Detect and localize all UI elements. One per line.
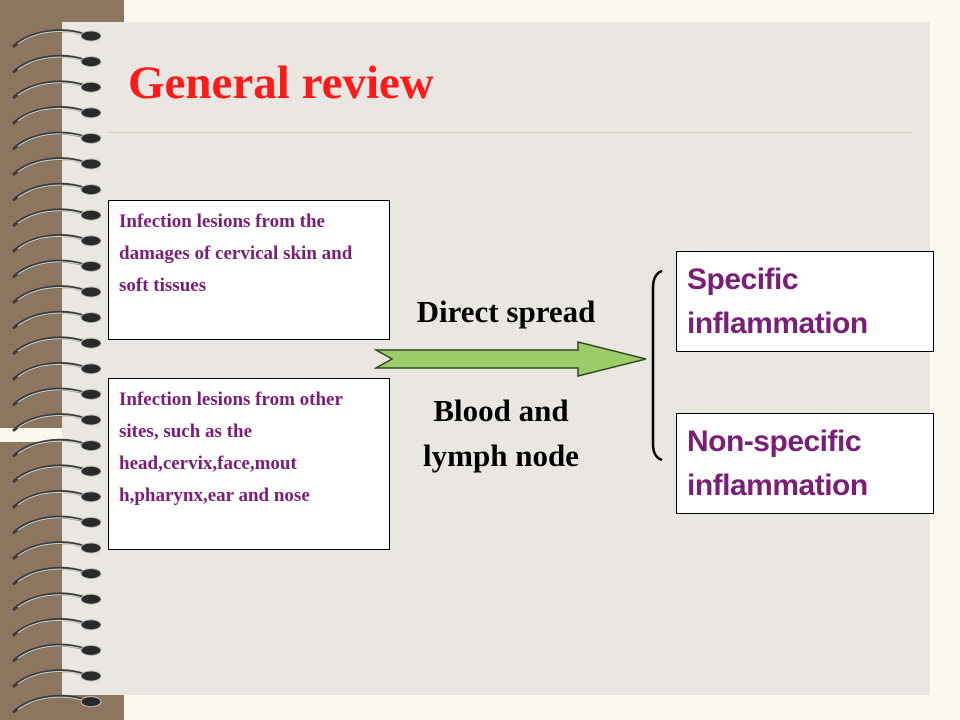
binding-ring [12, 310, 102, 330]
route-label-direct-spread: Direct spread [416, 294, 596, 329]
spread-arrow [374, 341, 647, 377]
binding-ring [12, 54, 102, 74]
spread-arrow-shape [374, 341, 647, 377]
result-box-non-specific: Non-specific inflammation [676, 413, 934, 514]
result-box-specific: Specific inflammation [676, 251, 934, 352]
results-bracket [651, 269, 663, 462]
binding-ring [12, 643, 102, 662]
binding-ring [12, 413, 102, 432]
binding-ring [12, 618, 102, 637]
binding-ring [12, 234, 102, 253]
binding-ring [12, 285, 102, 304]
route-label-blood-line1: Blood and [433, 393, 569, 428]
binding-ring [12, 208, 102, 227]
spiral-binding-rings [12, 29, 102, 714]
binding-ring [12, 515, 102, 534]
binding-ring [12, 182, 102, 202]
binding-ring [12, 541, 102, 560]
binding-ring [12, 29, 102, 48]
binding-ring [12, 694, 102, 714]
binding-ring [12, 669, 102, 688]
binding-ring [12, 131, 102, 150]
binding-ring [12, 490, 102, 509]
binding-ring [12, 336, 102, 355]
binding-ring [12, 592, 102, 611]
slide-title: General review [128, 57, 434, 109]
binding-ring [12, 464, 102, 483]
route-label-blood-lymph: Blood and lymph node [390, 388, 612, 478]
source-box-cervical-skin: Infection lesions from the damages of ce… [108, 200, 390, 340]
binding-ring [12, 438, 102, 458]
results-bracket-line [651, 269, 663, 462]
route-label-blood-line2: lymph node [423, 438, 579, 473]
title-divider [108, 132, 912, 133]
binding-ring [12, 566, 102, 586]
binding-ring [12, 259, 102, 278]
binding-ring [12, 387, 102, 406]
binding-ring [12, 157, 102, 176]
binding-ring [12, 80, 102, 99]
binding-ring [12, 106, 102, 125]
binding-ring [12, 362, 102, 381]
source-box-other-sites: Infection lesions from other sites, such… [108, 378, 390, 550]
